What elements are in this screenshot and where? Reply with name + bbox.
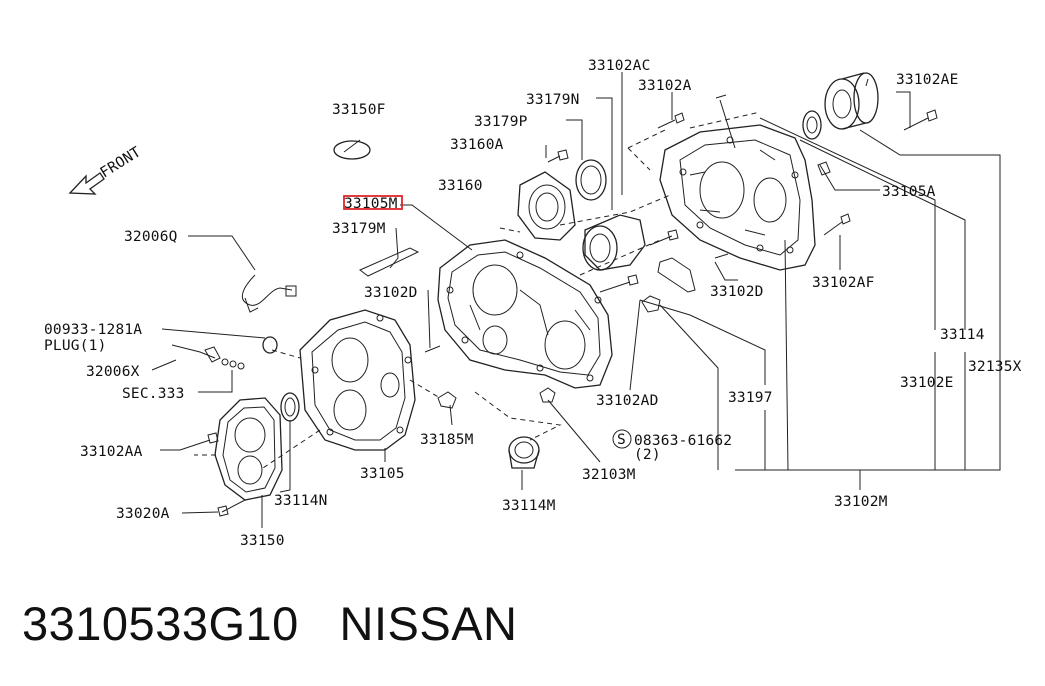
front-arrow-icon [68,172,105,195]
extension-case-part [299,309,416,451]
label-33185M: 33185M [420,432,474,448]
sensor-part [171,274,297,517]
label-32006X: 32006X [86,364,140,380]
label-08363-61662: 08363-61662 [634,433,732,449]
label-33105A: 33105A [882,184,936,200]
label-33102M: 33102M [834,494,888,510]
label-33102E: 33102E [900,375,954,391]
rear-cover-part [214,397,283,501]
screw-symbol-letter: S [617,432,626,448]
label-33114M: 33114M [502,498,556,514]
label-33102AC: 33102AC [588,58,651,74]
footer-brand: NISSAN [339,597,518,650]
bolt-part [649,94,938,246]
label-33105M: 33105M [344,196,398,212]
label-32006Q: 32006Q [124,229,178,245]
label-33102AF: 33102AF [812,275,875,291]
label-32135X: 32135X [968,359,1022,375]
leader-lines [151,72,1001,528]
footer-part-number: 3310533G10 [22,597,299,650]
front-label: FRONT [98,144,144,181]
label-sec333: SEC.333 [122,386,185,402]
transfer-case-rear-part [659,124,816,271]
label-32103M: 32103M [582,467,636,483]
label-33160A: 33160A [450,137,504,153]
label-00933-1281A: 00933-1281A [44,322,142,338]
label-33160: 33160 [438,178,483,194]
label-33179P: 33179P [474,114,528,130]
assembly-guide-lines [194,111,761,471]
label-33105: 33105 [360,466,405,482]
label-33102A: 33102A [638,78,692,94]
footer-caption: 3310533G10 NISSAN [22,596,518,651]
label-33020A: 33020A [116,506,170,522]
label-33197: 33197 [728,390,773,406]
screw-symbol-icon [612,429,632,449]
small-part [359,149,729,409]
label-33179M: 33179M [332,221,386,237]
label-33114: 33114 [940,327,985,343]
label-33150F: 33150F [332,102,386,118]
label-33114N: 33114N [274,493,328,509]
label-plug: PLUG(1) [44,338,107,354]
label-33102AA: 33102AA [80,444,143,460]
label-33102AE: 33102AE [896,72,959,88]
cover-part [517,171,576,241]
label-33150: 33150 [240,533,285,549]
label-33102D-b: 33102D [710,284,764,300]
label-33102D-a: 33102D [364,285,418,301]
bearing-part [802,72,879,140]
label-33179N: 33179N [526,92,580,108]
adapter-case-part [437,239,613,389]
highlight-box [343,195,403,210]
label-33102AD: 33102AD [596,393,659,409]
label-qty-2: (2) [634,447,661,463]
